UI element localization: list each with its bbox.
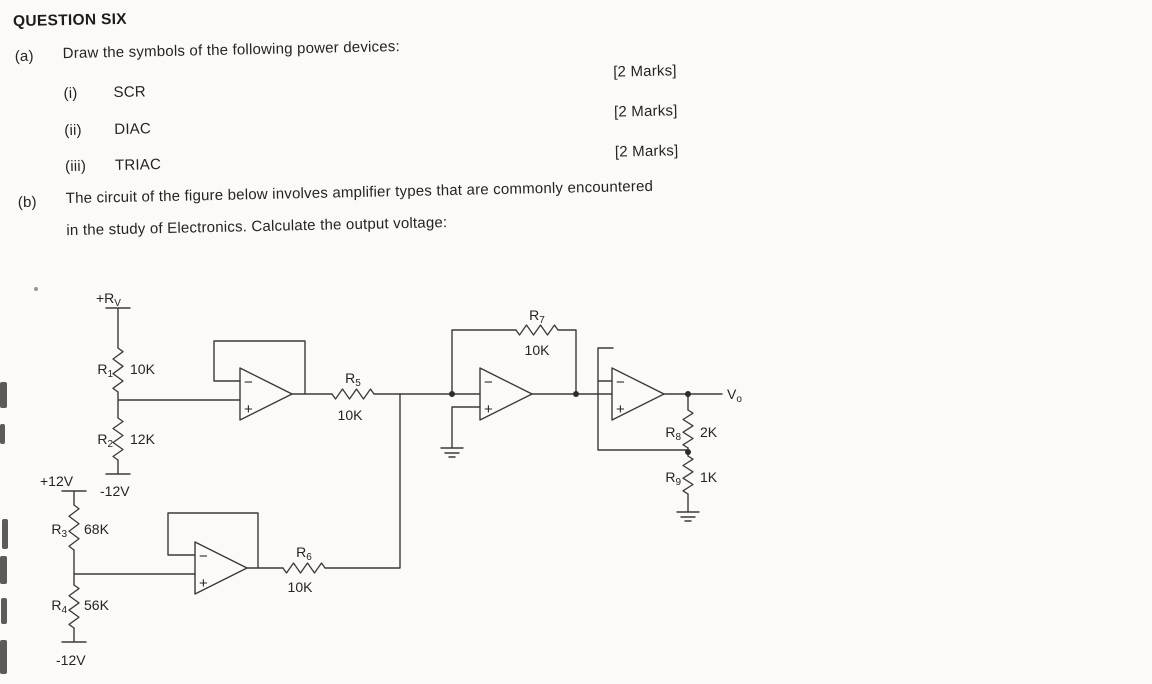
scan-artifact bbox=[0, 424, 5, 444]
circuit-resistors bbox=[68, 324, 694, 629]
circuit-wires bbox=[61, 307, 723, 643]
value-r3: 68K bbox=[84, 521, 110, 537]
opamp2-noninverting-sign: + bbox=[199, 575, 208, 592]
opamp3-inverting-sign: − bbox=[484, 374, 493, 391]
resistor-r4 bbox=[68, 584, 80, 629]
label-neg-rail-2: -12V bbox=[56, 652, 86, 668]
opamp3-noninverting-sign: + bbox=[484, 401, 493, 418]
opamp-2 bbox=[194, 541, 248, 595]
opamp-1 bbox=[239, 367, 293, 421]
label-top-rail: +RV bbox=[96, 290, 121, 309]
scan-artifact bbox=[34, 287, 38, 291]
opamp-3 bbox=[479, 367, 533, 421]
value-r8: 2K bbox=[700, 424, 718, 440]
junction-dot bbox=[449, 391, 455, 397]
scan-artifact bbox=[0, 556, 7, 584]
resistor-r2 bbox=[112, 417, 124, 461]
label-neg-rail-1: -12V bbox=[100, 483, 130, 499]
wire-summing-amp-r7-feedback bbox=[451, 329, 613, 449]
scan-artifact bbox=[0, 640, 7, 674]
resistor-r6 bbox=[282, 562, 326, 574]
value-r2: 12K bbox=[130, 431, 156, 447]
wire-opamp2-feedback-output bbox=[167, 393, 401, 569]
label-r2: R2 bbox=[97, 431, 113, 450]
label-output-voltage: Vo bbox=[727, 386, 742, 405]
circuit-labels: +RV +12V -12V -12V R1 10K R2 12K R3 68K … bbox=[40, 290, 742, 668]
value-r7: 10K bbox=[525, 342, 551, 358]
label-r7: R7 bbox=[529, 307, 545, 326]
circuit-opamps bbox=[194, 367, 665, 595]
ground-icon bbox=[440, 447, 464, 458]
resistor-r1 bbox=[112, 347, 124, 393]
wire-rv-r1-r2-branch bbox=[105, 307, 241, 475]
label-r6: R6 bbox=[296, 544, 312, 563]
wire-12v-r3-r4-branch bbox=[61, 490, 196, 643]
ground-icon bbox=[676, 511, 700, 522]
resistor-r8 bbox=[682, 409, 694, 449]
label-r8: R8 bbox=[665, 424, 681, 443]
opamp2-inverting-sign: − bbox=[199, 548, 208, 565]
value-r1: 10K bbox=[130, 361, 156, 377]
wire-opamp4-feedback-divider bbox=[597, 347, 723, 513]
wire-opamp1-feedback-output bbox=[213, 340, 481, 395]
scan-artifact bbox=[1, 598, 7, 624]
junction-dot bbox=[573, 391, 579, 397]
opamp-4 bbox=[611, 367, 665, 421]
resistor-r7 bbox=[515, 324, 559, 336]
junction-dot bbox=[685, 391, 691, 397]
value-r6: 10K bbox=[288, 579, 314, 595]
resistor-r3 bbox=[68, 504, 80, 551]
opamp1-inverting-sign: − bbox=[244, 374, 253, 391]
junction-dot bbox=[685, 449, 691, 455]
value-r9: 1K bbox=[700, 469, 718, 485]
resistor-r9 bbox=[682, 455, 694, 495]
label-pos-rail: +12V bbox=[40, 473, 74, 489]
opamp1-noninverting-sign: + bbox=[244, 401, 253, 418]
value-r5: 10K bbox=[338, 407, 364, 423]
label-r4: R4 bbox=[51, 597, 67, 616]
circuit-junctions bbox=[449, 391, 691, 455]
resistor-r5 bbox=[331, 388, 375, 400]
label-r1: R1 bbox=[97, 361, 113, 380]
label-r5: R5 bbox=[345, 370, 361, 389]
opamp4-noninverting-sign: + bbox=[616, 401, 625, 418]
value-r4: 56K bbox=[84, 597, 110, 613]
scan-artifact bbox=[2, 519, 8, 549]
label-r3: R3 bbox=[51, 521, 67, 540]
opamp4-inverting-sign: − bbox=[616, 374, 625, 391]
label-r9: R9 bbox=[665, 469, 681, 488]
scan-artifact bbox=[0, 382, 7, 408]
